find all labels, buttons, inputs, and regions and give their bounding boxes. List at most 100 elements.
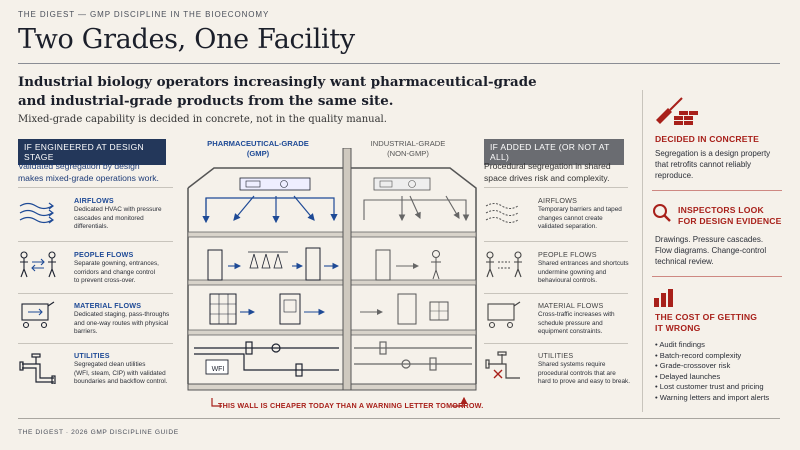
text-line: boundaries and backflow control. xyxy=(74,378,168,386)
list-item: Warning letters and import alerts xyxy=(655,393,769,404)
text-line: FOR DESIGN EVIDENCE xyxy=(678,216,782,226)
text-line: Separate gowning, entrances, xyxy=(74,260,159,267)
text-line: Segregation is a design property xyxy=(655,149,771,158)
text-line: differentials. xyxy=(74,223,109,231)
left-row-text: Dedicated staging, pass-throughs and one… xyxy=(74,311,169,337)
industrial-column-title: INDUSTRIAL-GRADE (NON-GMP) xyxy=(362,139,454,159)
row-divider xyxy=(18,343,173,344)
left-row-title: AIRFLOWS xyxy=(74,196,114,205)
sidebar-rule xyxy=(652,276,782,277)
left-lead: Validated segregation by design makes mi… xyxy=(18,160,159,184)
text-line: Segregated clean utilities xyxy=(74,361,146,368)
left-row-title: MATERIAL FLOWS xyxy=(74,301,142,310)
sidebar-s1-title: DECIDED IN CONCRETE xyxy=(655,134,760,144)
text-line: Flow diagrams. Change-control xyxy=(655,246,767,255)
subhead: Mixed-grade capability is decided in con… xyxy=(18,114,387,125)
left-row-text: Dedicated HVAC with pressure cascades an… xyxy=(74,206,162,232)
wfi-label: WFI xyxy=(211,366,225,373)
text-line: and one-way routes with physical xyxy=(74,319,169,327)
lede: Industrial biology operators increasingl… xyxy=(18,73,618,111)
footer: THE DIGEST · 2026 GMP DISCIPLINE GUIDE xyxy=(18,429,179,436)
right-lead-2: space drives risk and complexity. xyxy=(484,173,610,183)
text-line: PHARMACEUTICAL-GRADE xyxy=(207,139,309,148)
right-row-text: Cross-traffic increases with schedule pr… xyxy=(538,311,615,337)
people-icon xyxy=(486,251,522,278)
text-line: IT WRONG xyxy=(655,323,701,333)
right-lead: Procedural segregation in shared space d… xyxy=(484,160,611,184)
left-lead-2: makes mixed-grade operations work. xyxy=(18,173,159,183)
text-line: hard to prove and easy to break. xyxy=(538,378,631,386)
text-line: technical review. xyxy=(655,257,714,266)
cart-icon xyxy=(21,301,55,329)
text-line: (GMP) xyxy=(246,149,270,158)
left-row-title: PEOPLE FLOWS xyxy=(74,250,134,259)
cart-icon xyxy=(487,301,521,329)
sidebar-s2-title: INSPECTORS LOOK FOR DESIGN EVIDENCE xyxy=(678,205,782,227)
people-icon xyxy=(20,251,56,278)
facility-diagram xyxy=(187,148,477,407)
text-line: INSPECTORS LOOK xyxy=(678,205,764,215)
text-line: Cross-traffic increases with xyxy=(538,311,615,318)
text-line: INDUSTRIAL-GRADE xyxy=(370,139,446,148)
text-line: equipment constraints. xyxy=(538,328,603,336)
text-line: THE COST OF GETTING xyxy=(655,312,758,322)
sidebar-divider xyxy=(642,90,643,412)
sidebar-rule xyxy=(652,190,782,191)
text-line: corridors and change control xyxy=(74,268,155,276)
magnifier-icon xyxy=(653,204,671,222)
pharma-column-title: PHARMACEUTICAL-GRADE (GMP) xyxy=(206,139,310,159)
footer-rule xyxy=(18,418,780,419)
right-row-title: AIRFLOWS xyxy=(538,196,578,205)
sidebar-s3-title: THE COST OF GETTING IT WRONG xyxy=(655,312,757,334)
text-line: to prevent cross-over. xyxy=(74,277,136,285)
text-line: barriers. xyxy=(74,328,98,336)
lede-line-2: and industrial-grade products from the s… xyxy=(18,93,394,109)
row-divider xyxy=(18,187,173,188)
row-divider xyxy=(484,187,628,188)
row-divider xyxy=(484,293,628,294)
text-line: cascades and monitored xyxy=(74,214,144,222)
row-divider xyxy=(484,343,628,344)
row-divider xyxy=(484,241,628,242)
left-row-text: Separate gowning, entrances, corridors a… xyxy=(74,260,159,286)
text-line: Dedicated HVAC with pressure xyxy=(74,206,162,213)
right-row-title: PEOPLE FLOWS xyxy=(538,250,597,259)
bar-chart-icon xyxy=(654,289,673,307)
list-item: Audit findings xyxy=(655,340,769,351)
text-line: Temporary barriers and taped xyxy=(538,206,622,213)
left-row-title: UTILITIES xyxy=(74,351,110,360)
right-row-text: Temporary barriers and taped changes can… xyxy=(538,206,622,232)
text-line: Dedicated staging, pass-throughs xyxy=(74,311,170,318)
trowel-bricks-icon xyxy=(656,97,698,125)
right-row-title: UTILITIES xyxy=(538,351,574,360)
lede-line-1: Industrial biology operators increasingl… xyxy=(18,74,537,90)
right-row-text: Shared systems require procedural contro… xyxy=(538,361,630,387)
sidebar-s1-text: Segregation is a design property that re… xyxy=(655,148,770,181)
left-header: IF ENGINEERED AT DESIGN STAGE xyxy=(18,139,166,165)
list-item: Delayed launches xyxy=(655,372,769,383)
text-line: (NON-GMP) xyxy=(387,149,429,158)
text-line: reproduce. xyxy=(655,171,694,180)
row-divider xyxy=(18,293,173,294)
wall-banner: THIS WALL IS CHEAPER TODAY THAN A WARNIN… xyxy=(218,401,484,410)
sidebar-s2-text: Drawings. Pressure cascades. Flow diagra… xyxy=(655,234,766,267)
header-rule xyxy=(18,63,780,64)
right-row-title: MATERIAL FLOWS xyxy=(538,301,604,310)
text-line: undermine gowning and xyxy=(538,268,607,276)
text-line: Shared systems require xyxy=(538,361,606,368)
airflow-icon xyxy=(19,202,54,224)
list-item: Grade-crossover risk xyxy=(655,361,769,372)
text-line: procedural controls that are xyxy=(538,369,616,377)
text-line: behavioural controls. xyxy=(538,277,597,285)
text-line: Shared entrances and shortcuts xyxy=(538,260,629,267)
pipe-valve-icon xyxy=(485,351,520,379)
page-title: Two Grades, One Facility xyxy=(18,24,355,55)
text-line: Drawings. Pressure cascades. xyxy=(655,235,764,244)
kicker: THE DIGEST — GMP DISCIPLINE IN THE BIOEC… xyxy=(18,10,270,19)
right-header: IF ADDED LATE (OR NOT AT ALL) xyxy=(484,139,624,165)
text-line: validated separation. xyxy=(538,223,597,231)
left-row-text: Segregated clean utilities (WFI, steam, … xyxy=(74,361,167,387)
text-line: (WFI, steam, CIP) with validated xyxy=(74,369,166,377)
text-line: schedule pressure and xyxy=(538,319,603,327)
cost-list: Audit findings Batch-record complexity G… xyxy=(655,340,769,404)
